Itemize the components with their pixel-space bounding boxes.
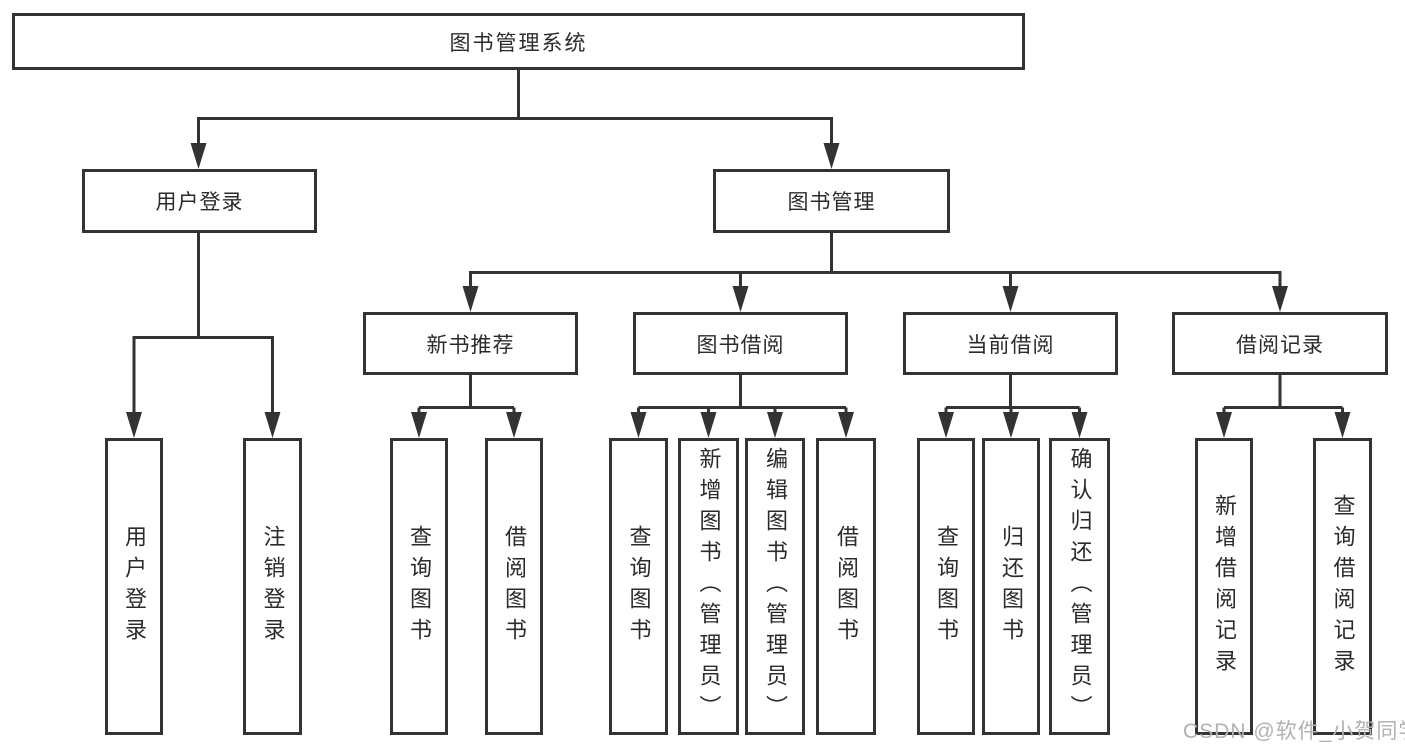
leaf-edit-book-admin: 编辑图书（管理员） (745, 438, 805, 735)
leaf-borrow-books-borrowing: 借阅图书 (816, 438, 876, 735)
node-label: 借阅图书 (502, 524, 527, 649)
node-label: 查询图书 (407, 524, 432, 649)
node-label: 借阅记录 (1236, 333, 1324, 357)
leaf-query-books-current: 查询图书 (917, 438, 975, 735)
node-label: 查询图书 (626, 524, 652, 649)
node-label: 借阅图书 (834, 524, 859, 649)
leaf-query-books-recommend: 查询图书 (390, 438, 448, 735)
node-current-borrowing: 当前借阅 (903, 312, 1118, 375)
arrowhead-icon (630, 412, 647, 438)
node-new-book-recommend: 新书推荐 (363, 312, 578, 375)
arrowhead-icon (1334, 412, 1351, 438)
node-label: 用户登录 (122, 524, 147, 649)
arrowhead-icon (838, 412, 854, 438)
arrowhead-icon (823, 143, 840, 169)
node-label: 确认归还（管理员） (1067, 447, 1093, 726)
arrowhead-icon (126, 412, 142, 438)
leaf-query-borrow-record: 查询借阅记录 (1313, 438, 1372, 735)
leaf-borrow-books-recommend: 借阅图书 (485, 438, 543, 735)
node-label: 注销登录 (260, 524, 286, 649)
leaf-add-borrow-record: 新增借阅记录 (1195, 438, 1253, 735)
node-label: 编辑图书（管理员） (763, 447, 788, 726)
arrowhead-icon (1216, 412, 1232, 438)
node-user-login: 用户登录 (82, 169, 317, 233)
arrowhead-icon (1071, 412, 1088, 438)
leaf-add-book-admin: 新增图书（管理员） (678, 438, 739, 735)
arrowhead-icon (700, 412, 717, 438)
arrowhead-icon (462, 286, 479, 312)
node-book-management: 图书管理 (713, 169, 950, 233)
arrowhead-icon (411, 412, 427, 438)
watermark: CSDN @软件_小贺同学 (1183, 720, 1405, 743)
arrowhead-icon (1002, 286, 1019, 312)
arrowhead-icon (732, 286, 749, 312)
arrowhead-icon (1272, 286, 1288, 312)
arrowhead-icon (190, 143, 207, 169)
node-label: 查询借阅记录 (1330, 493, 1356, 680)
arrowhead-icon (938, 412, 954, 438)
node-label: 当前借阅 (966, 333, 1055, 357)
node-label: 用户登录 (155, 191, 244, 214)
node-root: 图书管理系统 (12, 13, 1025, 70)
node-label: 图书借阅 (696, 333, 785, 357)
leaf-logout: 注销登录 (243, 438, 302, 735)
arrowhead-icon (1003, 412, 1019, 438)
leaf-query-books-borrowing: 查询图书 (609, 438, 668, 735)
node-label: 新增图书（管理员） (696, 447, 722, 726)
node-label: 图书管理 (787, 191, 876, 214)
arrowheads (126, 143, 1351, 438)
arrowhead-icon (767, 412, 783, 438)
node-label: 图书管理系统 (449, 31, 588, 55)
leaf-confirm-return-admin: 确认归还（管理员） (1049, 438, 1110, 735)
arrowhead-icon (506, 412, 522, 438)
node-book-borrowing: 图书借阅 (633, 312, 848, 375)
node-label: 查询图书 (934, 524, 959, 649)
node-borrow-records: 借阅记录 (1172, 312, 1388, 375)
leaf-return-book: 归还图书 (982, 438, 1040, 735)
leaf-user-login: 用户登录 (105, 438, 163, 735)
arrowhead-icon (264, 412, 281, 438)
node-label: 新增借阅记录 (1212, 493, 1237, 680)
node-label: 归还图书 (999, 524, 1024, 649)
node-label: 新书推荐 (426, 333, 515, 357)
